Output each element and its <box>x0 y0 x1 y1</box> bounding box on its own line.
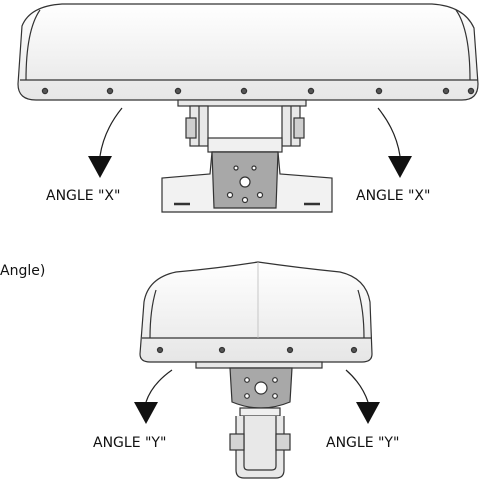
label-angle-x-right: ANGLE "X" <box>356 188 431 204</box>
top-bracket <box>161 99 333 213</box>
label-angle-y-left: ANGLE "Y" <box>93 435 167 451</box>
bottom-bracket <box>195 361 323 479</box>
arrow-x-left-curve <box>99 107 123 157</box>
arrow-y-left-curve <box>145 369 173 403</box>
bottom-rivets <box>156 346 358 354</box>
bottom-angle-arrows <box>134 369 380 424</box>
top-rivets <box>41 87 475 95</box>
arrow-x-right-curve <box>377 107 401 157</box>
arrow-y-right-curve <box>345 369 369 403</box>
arrow-x-right-head <box>388 156 412 178</box>
bottom-antenna-unit <box>139 261 373 479</box>
top-angle-arrows <box>88 107 412 178</box>
arrow-y-left-head <box>134 402 158 424</box>
arrow-x-left-head <box>88 156 112 178</box>
bottom-housing <box>139 261 373 363</box>
label-angle-x-left: ANGLE "X" <box>46 188 121 204</box>
label-angle-partial: Angle) <box>0 263 46 279</box>
label-angle-y-right: ANGLE "Y" <box>326 435 400 451</box>
arrow-y-right-head <box>356 402 380 424</box>
top-housing <box>17 3 479 101</box>
top-antenna-unit <box>17 3 479 213</box>
